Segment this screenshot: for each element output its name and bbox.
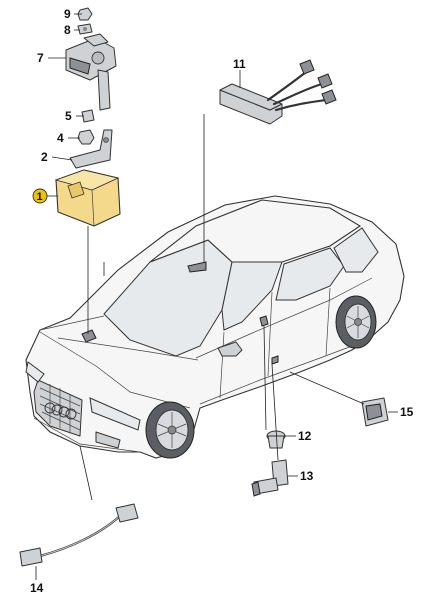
hood-line-2	[39, 331, 191, 409]
highlight-dot	[32, 188, 48, 204]
hood-crease	[57, 337, 199, 361]
bumper-line	[33, 417, 141, 453]
sill-line	[199, 345, 353, 405]
sensor-part	[251, 459, 289, 497]
control-unit-connector	[67, 181, 85, 199]
front-side-window	[221, 261, 283, 331]
callout-8: 8	[64, 23, 71, 37]
sensor-stalk-part	[65, 33, 117, 111]
grommet-part	[266, 430, 286, 449]
cable-harness-part	[219, 59, 337, 125]
grille-bars	[39, 384, 81, 432]
door-line-b-pillar	[267, 291, 273, 377]
hood-sensor-marker	[81, 329, 97, 343]
callout-4: 4	[57, 131, 64, 145]
callout-12: 12	[298, 429, 312, 443]
rear-quarter-window	[333, 227, 379, 273]
roof	[149, 199, 362, 263]
callout-13: 13	[300, 469, 314, 483]
screw-part-5	[81, 109, 95, 123]
switch-part	[361, 397, 389, 427]
door-line-rear	[325, 287, 331, 357]
cable-part	[19, 503, 139, 567]
rear-wheel	[335, 295, 377, 349]
car-illustration	[25, 195, 405, 459]
callout-2: 2	[41, 150, 48, 164]
callout-11: 11	[233, 57, 246, 71]
door-handle-marker	[259, 315, 269, 327]
door-line-front	[219, 331, 225, 399]
side-mirror	[217, 341, 243, 357]
control-unit-part	[54, 169, 121, 227]
callout-7: 7	[37, 51, 44, 65]
sill-marker	[271, 355, 279, 365]
callout-labels: 9 8 7 5 4 2 11 12 13 15 14	[30, 7, 414, 595]
callout-5: 5	[65, 109, 72, 123]
screw-part-8	[77, 23, 93, 35]
callout-1: 1	[37, 191, 43, 203]
audi-rings-logo	[44, 402, 77, 420]
callout-15: 15	[400, 405, 414, 419]
leader-lines	[35, 13, 398, 580]
fog-light	[95, 431, 121, 449]
rear-side-window	[275, 247, 345, 301]
bracket-part	[69, 129, 113, 169]
callout-1-badge: 1	[32, 188, 48, 204]
headlight-right	[89, 397, 141, 431]
hood-line-1	[39, 315, 105, 331]
callout-9: 9	[64, 7, 71, 21]
callout-14: 14	[30, 581, 44, 595]
nut-part-4	[77, 129, 95, 145]
front-wheel	[145, 401, 195, 459]
windshield-sensor-marker	[187, 261, 207, 273]
headlight-left	[25, 361, 45, 383]
